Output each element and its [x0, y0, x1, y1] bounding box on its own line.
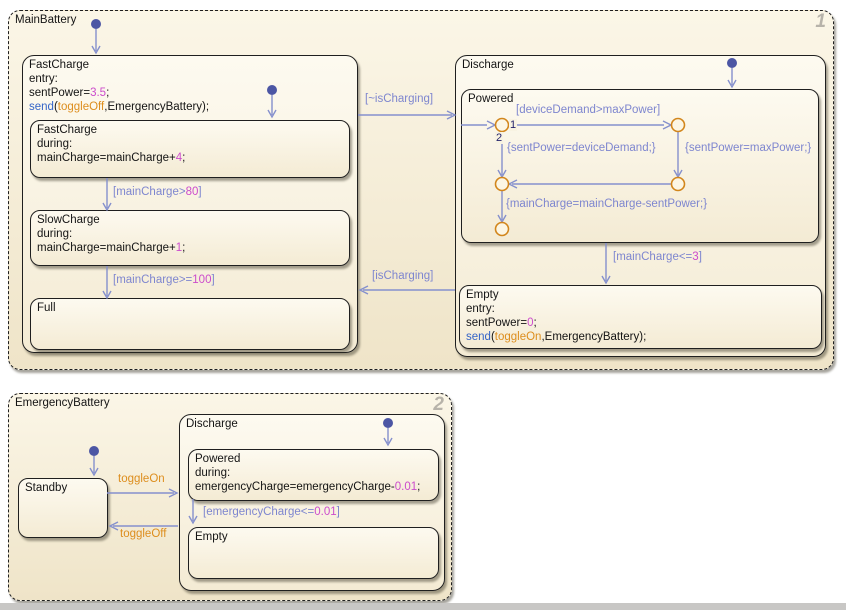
- state-title: EmergencyBattery: [15, 397, 110, 409]
- transition-label-devicedemand[interactable]: [deviceDemand>maxPower]: [516, 104, 661, 116]
- state-title: FastCharge: [37, 124, 98, 136]
- parallel-order-number: 2: [433, 394, 444, 415]
- transition-order-2: 2: [495, 132, 504, 144]
- code-text: sentPower=: [466, 317, 528, 329]
- state-title: MainBattery: [15, 14, 77, 26]
- state-powered-emergency[interactable]: Powered during: emergencyCharge=emergenc…: [188, 449, 439, 501]
- number-literal: 4: [175, 152, 183, 164]
- transition-label-emergencycharge-le001[interactable]: [emergencyCharge<=0.01]: [203, 506, 340, 518]
- state-title: Empty: [195, 531, 228, 543]
- state-fastcharge-inner[interactable]: FastCharge during: mainCharge=mainCharge…: [30, 120, 350, 178]
- code-text: ;: [417, 481, 421, 493]
- state-discharge-main[interactable]: Discharge Powered Empty entry: sentPower…: [455, 55, 826, 357]
- number-literal: 0: [527, 317, 534, 329]
- state-full[interactable]: Full: [30, 298, 350, 350]
- canvas-bottom-edge: [0, 603, 846, 610]
- code-line: sentPower=3.5;: [29, 86, 209, 100]
- code-line: sentPower=0;: [466, 316, 646, 330]
- code-text: ;: [106, 87, 110, 99]
- state-title: FastCharge: [29, 59, 90, 71]
- transition-order-1: 1: [509, 119, 518, 131]
- state-title: Empty: [466, 289, 499, 301]
- during-keyword: during:: [37, 228, 73, 240]
- state-empty-emergency[interactable]: Empty: [188, 527, 439, 579]
- code-line: emergencyCharge=emergencyCharge-0.01;: [195, 480, 420, 494]
- state-standby[interactable]: Standby: [18, 478, 108, 538]
- code-text: ;: [182, 152, 186, 164]
- during-keyword: during:: [195, 467, 231, 479]
- transition-label-toggleon[interactable]: toggleOn: [118, 473, 165, 485]
- state-emergency-battery[interactable]: EmergencyBattery 2 Standby Discharge Pow…: [8, 393, 452, 601]
- code-line: send(toggleOff,EmergencyBattery);: [29, 100, 209, 114]
- state-title: Powered: [468, 93, 514, 105]
- state-empty-main[interactable]: Empty entry: sentPower=0; send(toggleOn,…: [459, 285, 822, 349]
- parallel-order-number: 1: [815, 11, 826, 32]
- state-powered-main[interactable]: Powered: [461, 89, 819, 243]
- code-text: mainCharge=mainCharge+: [37, 152, 176, 164]
- state-title: Discharge: [186, 418, 238, 430]
- transition-label-sentpower-maxpower[interactable]: {sentPower=maxPower;}: [685, 142, 812, 154]
- send-keyword: send: [29, 101, 54, 113]
- code-text: (: [490, 331, 495, 343]
- code-text: mainCharge=mainCharge+: [37, 242, 176, 254]
- state-title: Powered: [195, 453, 241, 465]
- code-text: ;: [182, 242, 186, 254]
- transition-label-maincharge-ge100[interactable]: [mainCharge>=100]: [113, 274, 215, 286]
- code-text: (: [53, 101, 58, 113]
- code-text: ,EmergencyBattery);: [104, 101, 210, 113]
- state-title: Full: [37, 302, 56, 314]
- entry-keyword: entry:: [29, 73, 58, 85]
- during-keyword: during:: [37, 138, 73, 150]
- code-text: sentPower=: [29, 87, 91, 99]
- code-line: mainCharge=mainCharge+1;: [37, 241, 185, 255]
- transition-label-maincharge-le3[interactable]: [mainCharge<=3]: [613, 251, 702, 263]
- state-main-battery[interactable]: MainBattery 1 FastCharge entry: sentPowe…: [8, 10, 834, 370]
- code-line: mainCharge=mainCharge+4;: [37, 151, 185, 165]
- transition-label-ischarging[interactable]: [isCharging]: [372, 270, 434, 282]
- code-line: send(toggleOn,EmergencyBattery);: [466, 330, 646, 344]
- number-literal: 1: [175, 242, 183, 254]
- code-text: ,EmergencyBattery);: [541, 331, 647, 343]
- state-fastcharge-outer[interactable]: FastCharge entry: sentPower=3.5; send(to…: [22, 55, 358, 353]
- state-slowcharge[interactable]: SlowCharge during: mainCharge=mainCharge…: [30, 210, 350, 266]
- transition-label-sentpower-devicedemand[interactable]: {sentPower=deviceDemand;}: [507, 142, 656, 154]
- event-name: toggleOn: [494, 331, 542, 343]
- entry-keyword: entry:: [466, 303, 495, 315]
- number-literal: 0.01: [394, 481, 418, 493]
- number-literal: 3.5: [90, 87, 107, 99]
- send-keyword: send: [466, 331, 491, 343]
- code-text: ;: [533, 317, 537, 329]
- transition-label-not-ischarging[interactable]: [~isCharging]: [365, 93, 434, 105]
- transition-label-maincharge-update[interactable]: {mainCharge=mainCharge-sentPower;}: [506, 198, 708, 210]
- transition-label-toggleoff[interactable]: toggleOff: [120, 528, 167, 540]
- state-title: Discharge: [462, 59, 514, 71]
- state-title: SlowCharge: [37, 214, 100, 226]
- state-discharge-emergency[interactable]: Discharge Powered during: emergencyCharg…: [179, 414, 445, 591]
- transition-label-maincharge-gt80[interactable]: [mainCharge>80]: [113, 186, 202, 198]
- state-title: Standby: [25, 482, 68, 494]
- code-text: emergencyCharge=emergencyCharge-: [195, 481, 395, 493]
- event-name: toggleOff: [57, 101, 105, 113]
